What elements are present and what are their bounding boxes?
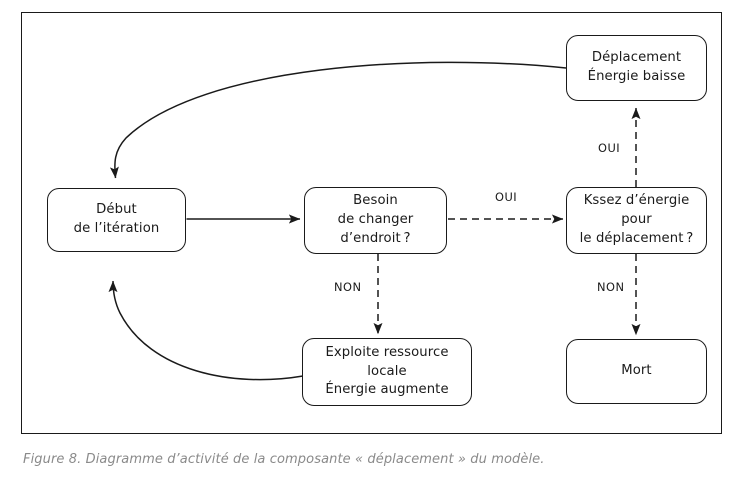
node-deplacement-energie-baisse[interactable]: Déplacement Énergie baisse: [566, 35, 707, 101]
edge-label-non-besoin-exploite: NON: [334, 280, 362, 294]
node-debut-line-2: de l’itération: [73, 221, 160, 236]
edge-deplacement-to-debut: [109, 61, 567, 179]
node-exploite-line-1: Exploite ressource: [325, 344, 449, 360]
node-besoin-line-3: d’endroit ?: [340, 230, 411, 246]
node-besoin-de-changer-d-endroit[interactable]: Besoin de changer d’endroit ?: [304, 187, 447, 254]
node-assez-line-3: le déplacement ?: [579, 230, 694, 246]
node-exploite-line-3: Énergie augmente: [325, 382, 449, 398]
node-besoin-line-1: Besoin: [353, 193, 398, 209]
node-exploite-line-2: locale: [367, 363, 407, 379]
node-debut-de-l-iteration[interactable]: Début de l’itération: [47, 188, 186, 252]
node-besoin-line-2: de changer: [337, 212, 414, 228]
edge-label-oui-besoin-assez: OUI: [495, 190, 518, 204]
node-assez-line-2: pour: [621, 212, 652, 228]
node-deplacement-line-1: Déplacement: [591, 50, 682, 66]
node-mort[interactable]: Mort: [566, 339, 707, 404]
node-deplacement-line-2: Énergie baisse: [587, 69, 686, 84]
node-assez-line-1: Κssez d’énergie: [583, 193, 690, 209]
edge-label-non-assez-mort: NON: [597, 280, 625, 294]
edge-exploite-to-debut: [108, 280, 304, 381]
figure-frame: Début de l’itération Besoin de changer d…: [21, 12, 722, 434]
node-exploite-ressource-locale[interactable]: Exploite ressource locale Énergie augmen…: [302, 338, 472, 406]
figure-caption: Figure 8. Diagramme d’activité de la com…: [23, 452, 545, 467]
flowchart-connectors: [108, 61, 641, 381]
edge-label-oui-assez-deplacement: OUI: [598, 141, 621, 155]
node-debut-line-1: Début: [96, 202, 137, 218]
node-mort-line-1: Mort: [621, 363, 652, 379]
node-assez-d-energie-pour-le-deplacement[interactable]: Κssez d’énergie pour le déplacement ?: [566, 187, 707, 254]
